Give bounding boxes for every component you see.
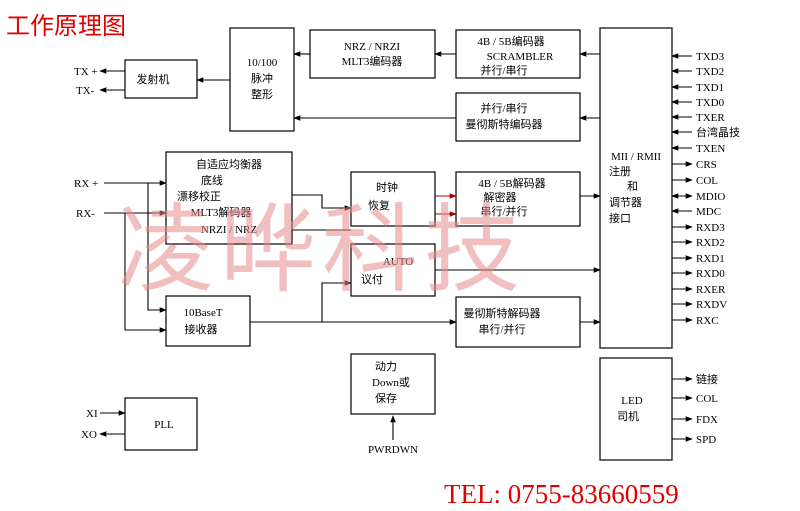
led-pin-labels: 链接 COL FDX SPD (696, 372, 718, 446)
mii-pin-label: CRS (696, 159, 717, 171)
nrz-encoder-line-1: NRZ / NRZI (344, 41, 401, 53)
diagram-title: 工作原理图 (6, 12, 126, 40)
rx-plus-label: RX + (74, 178, 98, 190)
equalizer-line-4: MLT3解码器 (191, 205, 252, 219)
mii-pin-label: 台湾晶技 (696, 125, 740, 139)
watermark: 凌晔科技 (118, 194, 526, 306)
led-pin-label: COL (696, 393, 718, 405)
b4b5-decoder-line-2: 解密器 (484, 190, 517, 204)
pulse-shaper-block: 10/100 脉冲 整形 (229, 27, 295, 132)
mii-pin-label: RXDV (696, 299, 727, 311)
manchester-decoder-line-1: 曼彻斯特解码器 (464, 306, 541, 320)
mii-pin-labels: TXD3 TXD2 TXD1 TXD0 TXER 台湾晶技 TXEN CRS C… (696, 51, 740, 327)
mii-pin-label: TXD3 (696, 51, 725, 63)
mii-pin-label: TXEN (696, 143, 725, 155)
power-down-line-3: 保存 (375, 391, 397, 405)
mii-pin-label: MDC (696, 206, 721, 218)
rx-minus-label: RX- (76, 208, 95, 220)
transmitter-label: 发射机 (137, 72, 170, 86)
mii-pin-label: TXD0 (696, 97, 725, 109)
mii-pin-label: TXD1 (696, 82, 724, 94)
pulse-shaper-line-3: 整形 (251, 87, 273, 101)
led-driver-block: LED 司机 (599, 357, 673, 461)
mii-pin-label: RXD1 (696, 253, 725, 265)
mii-pin-label: RXD2 (696, 237, 725, 249)
tx-plus-label: TX + (74, 66, 98, 78)
pll-label: PLL (154, 419, 174, 431)
mii-pin-label: RXD3 (696, 222, 725, 234)
base10t-line-2: 接收器 (185, 322, 218, 336)
b4b5-encoder-block: 4B / 5B编码器 SCRAMBLER 并行/串行 (455, 29, 581, 79)
mii-line-1: MII / RMII (611, 151, 661, 163)
mii-line-2: 注册 (609, 164, 631, 178)
base10t-receiver-block: 10BaseT 接收器 (165, 295, 251, 347)
mii-line-5: 接口 (609, 212, 631, 225)
rx-minus-to-10bt-wire (124, 213, 167, 333)
mii-pin-label: RXD0 (696, 268, 725, 280)
equalizer-line-3: 漂移校正 (177, 189, 221, 203)
b4b5-encoder-line-2: SCRAMBLER (487, 51, 554, 63)
mii-pin-label: RXC (696, 315, 719, 327)
auto-line-2: 议付 (361, 273, 383, 286)
mii-pin-label: TXD2 (696, 66, 724, 78)
10bt-to-auto-wire (321, 280, 352, 322)
wires (99, 51, 693, 442)
mii-pin-label: COL (696, 175, 718, 187)
nrz-encoder-line-2: MLT3编码器 (342, 54, 403, 68)
contact-telephone: TEL: 0755-83660559 (444, 479, 679, 509)
manchester-encoder-block: 并行/串行 曼彻斯特编码器 (455, 92, 581, 142)
led-pin-label: 链接 (696, 372, 718, 386)
b4b5-decoder-line-1: 4B / 5B解码器 (478, 176, 545, 190)
manchester-encoder-line-1: 并行/串行 (480, 101, 527, 115)
tx-minus-label: TX- (76, 85, 95, 97)
mii-line-4: 调节器 (609, 196, 642, 209)
pulse-shaper-line-1: 10/100 (247, 57, 278, 69)
led-pin-label: FDX (696, 414, 718, 426)
transmitter-block: 发射机 (124, 59, 198, 99)
clock-recovery-line-2: 恢复 (368, 198, 390, 212)
xo-label: XO (81, 429, 97, 441)
base10t-line-1: 10BaseT (183, 307, 222, 319)
pll-block: PLL (124, 397, 198, 451)
power-down-line-1: 动力 (375, 360, 397, 373)
equalizer-line-2: 底线 (201, 173, 223, 187)
led-driver-line-2: 司机 (617, 409, 639, 423)
mii-pin-label: TXER (696, 112, 725, 124)
power-down-block: 动力 Down或 保存 (350, 353, 436, 415)
b4b5-decoder-line-3: 串行/并行 (480, 204, 527, 218)
b4b5-encoder-line-1: 4B / 5B编码器 (477, 34, 544, 48)
equalizer-block: 自适应均衡器 底线 漂移校正 MLT3解码器 NRZI / NRZ (165, 151, 293, 245)
rx-plus-to-10bt-wire (147, 183, 167, 313)
led-driver-line-1: LED (621, 395, 642, 407)
manchester-encoder-line-2: 曼彻斯特编码器 (466, 117, 543, 131)
eq-to-clock-wire (292, 194, 352, 211)
mii-block: MII / RMII 注册 和 调节器 接口 (599, 27, 673, 349)
left-pin-labels: TX + TX- RX + RX- XI XO PWRDWN (74, 66, 418, 456)
power-down-line-2: Down或 (372, 376, 410, 389)
mii-pin-label: MDIO (696, 191, 725, 203)
led-pin-label: SPD (696, 434, 716, 446)
b4b5-encoder-line-3: 并行/串行 (480, 63, 527, 77)
equalizer-line-5: NRZI / NRZ (201, 224, 258, 236)
nrz-encoder-block: NRZ / NRZI MLT3编码器 (309, 29, 436, 79)
mii-pin-label: RXER (696, 284, 726, 296)
b4b5-decoder-block: 4B / 5B解码器 解密器 串行/并行 (455, 171, 581, 227)
equalizer-line-1: 自适应均衡器 (196, 157, 262, 171)
pwrdwn-label: PWRDWN (368, 444, 418, 456)
manchester-decoder-block: 曼彻斯特解码器 串行/并行 (455, 296, 581, 348)
mii-line-3: 和 (627, 180, 638, 193)
xi-label: XI (86, 408, 98, 420)
auto-negotiation-block: AUTO 议付 (350, 243, 436, 297)
clock-recovery-line-1: 时钟 (376, 180, 398, 194)
clock-recovery-block: 时钟 恢复 (350, 171, 436, 227)
pulse-shaper-line-2: 脉冲 (251, 71, 273, 85)
manchester-decoder-line-2: 串行/并行 (478, 322, 525, 336)
auto-line-1: AUTO (383, 256, 413, 268)
